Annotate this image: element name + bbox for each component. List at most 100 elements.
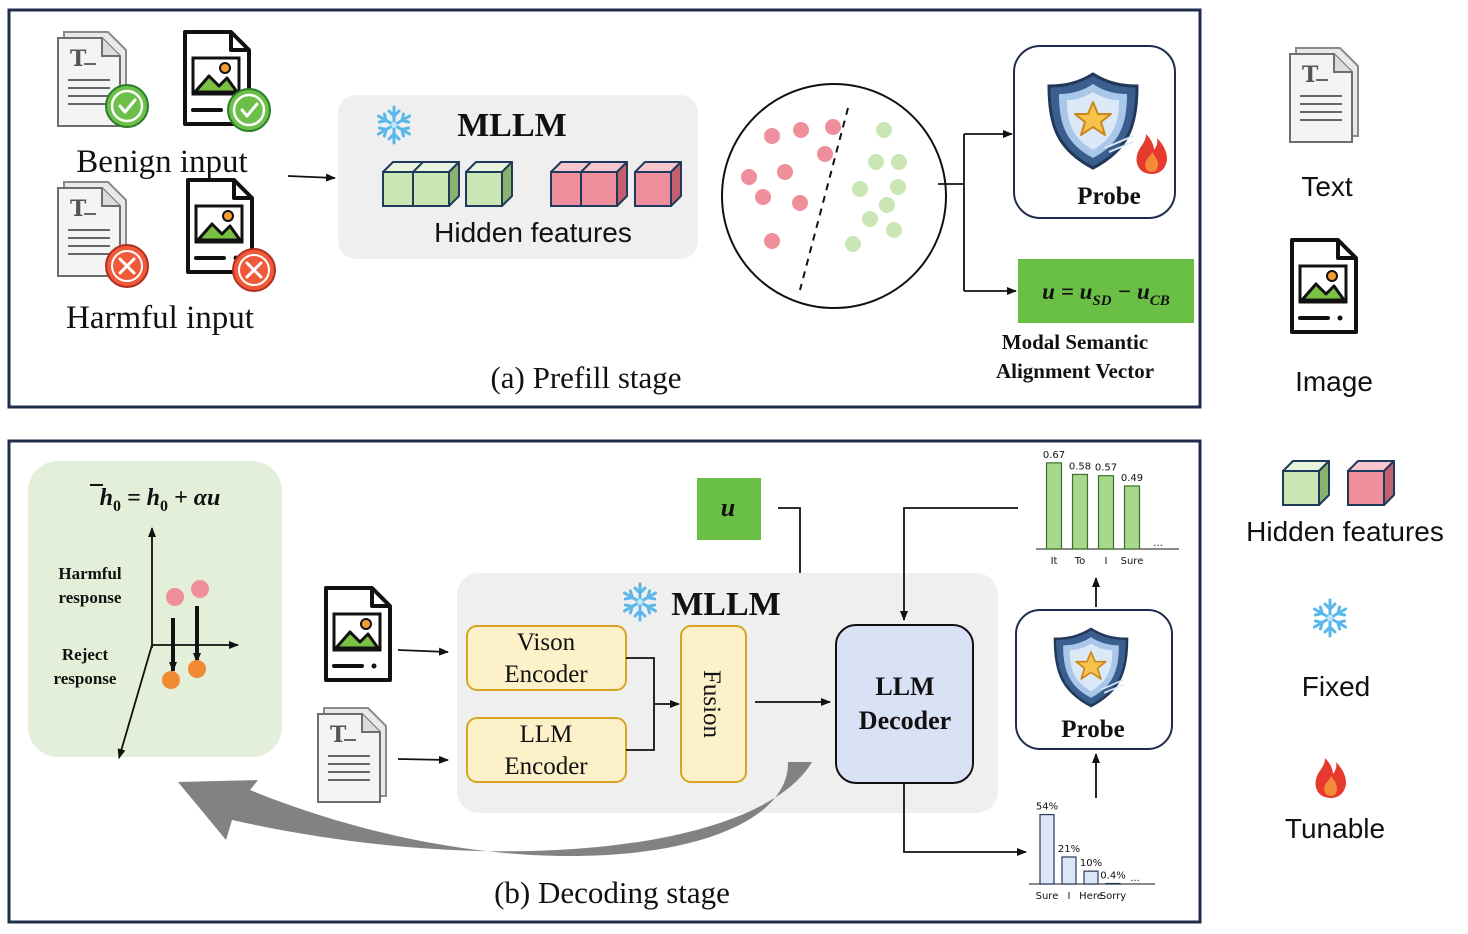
decoding-u-label: u xyxy=(721,493,735,522)
vector-label-line2: Alignment Vector xyxy=(996,359,1154,383)
bottom-chart-bar xyxy=(1061,856,1077,885)
bottom-chart-value-label: 10% xyxy=(1080,858,1102,869)
top-chart-to-decoder-arrow xyxy=(900,507,1018,621)
bottom-chart-bar xyxy=(1039,813,1055,885)
harmful-cross-icon xyxy=(104,243,150,289)
top-chart-value-label: 0.58 xyxy=(1069,461,1091,472)
pink-feature-cube xyxy=(634,161,682,207)
top-chart-value-label: 0.49 xyxy=(1121,473,1143,484)
top-chart-tick-label: I xyxy=(1105,556,1108,567)
vision-to-fusion-line xyxy=(626,657,655,704)
reject-point xyxy=(188,660,206,678)
fusion-box xyxy=(680,625,747,783)
llm-decoder-box xyxy=(835,624,974,784)
reject-point xyxy=(162,671,180,689)
hidden-features-label: Hidden features xyxy=(434,217,632,248)
bottom-chart-ellipsis: ... xyxy=(1130,873,1140,884)
top-chart-bar xyxy=(1071,473,1089,550)
legend-flame-icon xyxy=(1315,758,1346,798)
top-chart-value-label: 0.57 xyxy=(1095,463,1117,474)
legend-hidden-features-label: Hidden features xyxy=(1246,516,1444,547)
fusion-label: Fusion xyxy=(698,670,725,739)
top-chart-tick-label: It xyxy=(1051,556,1058,567)
legend-image-icon xyxy=(1290,238,1358,334)
top-chart-ellipsis: ... xyxy=(1153,538,1163,549)
bottom-chart-value-label: 0.4% xyxy=(1100,870,1125,881)
legend-tunable-label: Tunable xyxy=(1285,813,1385,844)
vector-label-line1: Modal Semantic xyxy=(1002,330,1148,354)
decoding-stage: h0 = h0 + αu Harmful response Reject res… xyxy=(7,439,1202,924)
reject-response-label: Reject xyxy=(62,645,109,664)
decoding-probe-label: Probe xyxy=(1061,716,1124,743)
harmful-response-label: response xyxy=(59,588,122,607)
bottom-chart-value-label: 54% xyxy=(1036,802,1058,813)
separating-boundary xyxy=(799,107,849,291)
green-feature-cube xyxy=(465,161,513,207)
harmful-point xyxy=(166,588,184,606)
bottom-chart-tick-label: I xyxy=(1068,891,1071,902)
legend-image-label: Image xyxy=(1295,366,1373,397)
legend-fixed-label: Fixed xyxy=(1302,671,1370,702)
llm-encoder-label: Encoder xyxy=(504,753,588,780)
bottom-chart-bar xyxy=(1083,870,1099,885)
prefill-mllm-panel xyxy=(338,95,698,259)
legend: Text Image Hidden features Fixed Tunable xyxy=(1246,47,1444,844)
harmful-input-label: Harmful input xyxy=(66,300,254,336)
top-chart-tick-label: To xyxy=(1074,556,1086,567)
pink-feature-cube xyxy=(580,161,628,207)
llm-decoder-label: Decoder xyxy=(859,706,951,735)
decoding-text-doc-icon xyxy=(317,707,387,803)
prefill-caption: (a) Prefill stage xyxy=(490,360,681,395)
llm-encoder-label: LLM xyxy=(520,721,573,748)
decoding-image-doc-icon xyxy=(324,586,392,682)
bottom-chart-bar xyxy=(1105,882,1121,885)
harmful-cross-icon xyxy=(231,247,277,293)
benign-input-label: Benign input xyxy=(76,144,247,180)
alignment-vector-formula: u = uSD − uCB xyxy=(1042,279,1170,309)
bottom-token-chart: 54% Sure 21% I 10% Here 0.4% Sorry... xyxy=(1029,802,1155,902)
prefill-probe-label: Probe xyxy=(1077,183,1140,210)
top-chart-bar xyxy=(1045,462,1063,550)
benign-points xyxy=(845,122,907,252)
vision-encoder-label: Vison xyxy=(517,629,576,656)
decoding-mllm-title: MLLM xyxy=(671,586,781,623)
legend-snowflake-icon xyxy=(1312,598,1348,638)
llm-to-fusion-line xyxy=(626,704,655,751)
prefill-stage: Benign input Harmful input MLLM Hidden f… xyxy=(7,8,1202,409)
bottom-chart-tick-label: Sorry xyxy=(1100,891,1127,902)
reject-response-label: response xyxy=(54,669,117,688)
prefill-mllm-title: MLLM xyxy=(457,107,567,144)
bottom-chart-tick-label: Here xyxy=(1079,891,1103,902)
top-chart-tick-label: Sure xyxy=(1121,556,1144,567)
legend-text-icon xyxy=(1289,47,1359,143)
decoding-caption: (b) Decoding stage xyxy=(494,875,730,910)
legend-pink-cube-icon xyxy=(1347,460,1395,506)
decoding-u-box xyxy=(697,478,761,540)
decoder-to-bottom-chart-arrow xyxy=(903,783,1027,856)
bottom-chart-value-label: 21% xyxy=(1058,844,1080,855)
image-to-vision-arrow xyxy=(397,647,449,656)
harmful-point xyxy=(191,580,209,598)
top-chart-bar xyxy=(1123,485,1141,550)
steer-axis-z xyxy=(117,644,153,759)
harmful-points xyxy=(741,119,841,249)
steering-formula: h0 = h0 + αu xyxy=(100,485,221,515)
top-chart-bar xyxy=(1097,475,1115,550)
harmful-response-label: Harmful xyxy=(58,564,122,583)
alignment-vector-box xyxy=(1018,259,1194,323)
legend-green-cube-icon xyxy=(1282,460,1330,506)
text-to-llm-arrow xyxy=(397,755,449,764)
bottom-chart-tick-label: Sure xyxy=(1036,891,1059,902)
llm-decoder-label: LLM xyxy=(875,672,934,701)
input-to-mllm-arrow xyxy=(287,173,336,182)
benign-check-icon xyxy=(104,83,150,129)
feedback-curved-arrow xyxy=(178,762,812,857)
benign-check-icon xyxy=(226,87,272,133)
green-feature-cube xyxy=(412,161,460,207)
vision-encoder-label: Encoder xyxy=(504,661,588,688)
top-chart-value-label: 0.67 xyxy=(1043,450,1065,461)
legend-text-label: Text xyxy=(1301,171,1353,202)
steering-panel xyxy=(28,461,282,757)
